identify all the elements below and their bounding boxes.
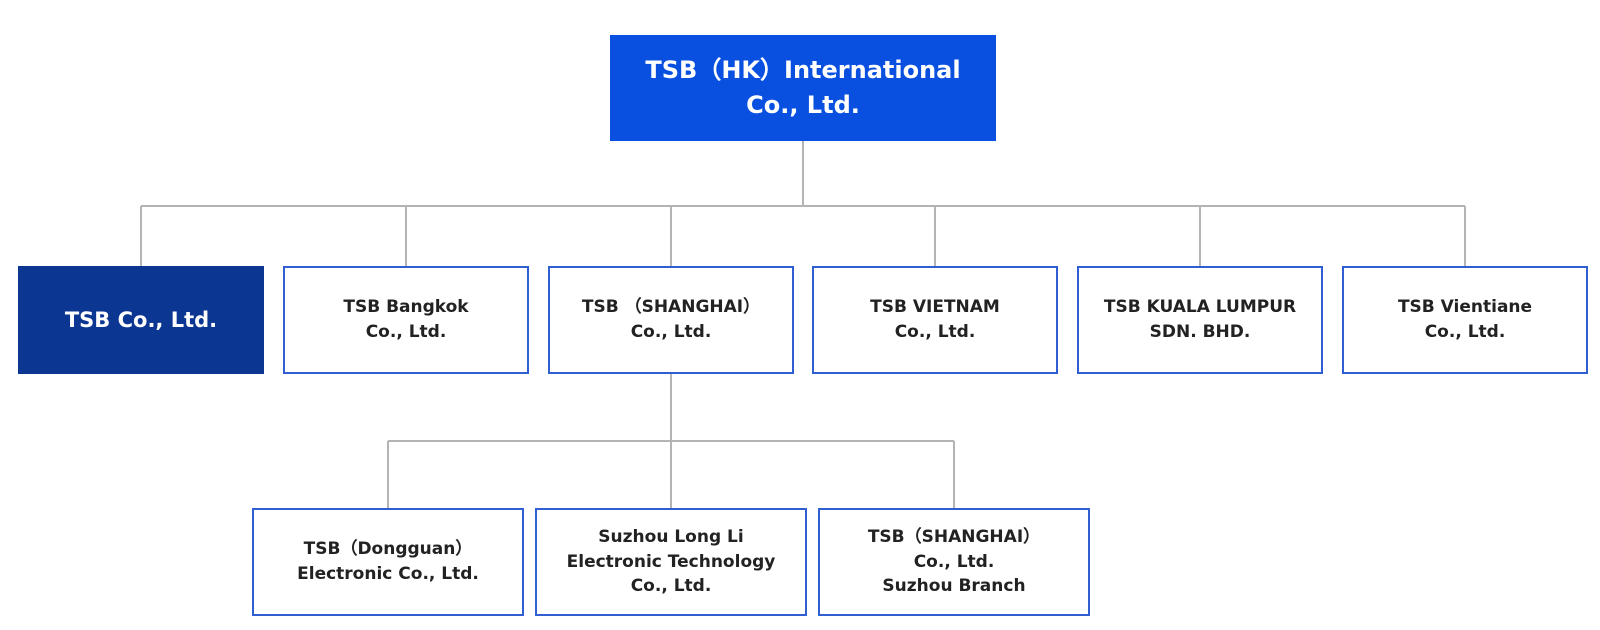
node-tsb-co-ltd: TSB Co., Ltd. [18, 266, 264, 374]
node-label-line: Suzhou Branch [882, 576, 1026, 597]
node-label-line: Co., Ltd. [365, 322, 447, 342]
node-tsb-shanghai-suzhou-branch: TSB（SHANGHAI） Co., Ltd. Suzhou Branch [818, 508, 1090, 616]
node-label-line: Electronic Technology [566, 551, 776, 572]
node-tsb-kuala-lumpur: TSB KUALA LUMPUR SDN. BHD. [1077, 266, 1323, 374]
node-label-line: Co., Ltd. [894, 322, 976, 342]
node-label-line: Co., Ltd. [630, 322, 712, 342]
node-label-line: TSB Co., Ltd. [64, 307, 218, 332]
node-label-line: Co., Ltd. [630, 576, 712, 597]
node-label-line: TSB VIETNAM [870, 297, 1000, 318]
node-tsb-vientiane: TSB Vientiane Co., Ltd. [1342, 266, 1588, 374]
node-label-line: TSB Vientiane [1397, 297, 1533, 318]
node-label-line: Electronic Co., Ltd. [297, 564, 479, 584]
node-tsb-hk-international: TSB（HK）International Co., Ltd. [610, 35, 996, 141]
node-label-line: TSB（SHANGHAI） [867, 527, 1041, 548]
node-tsb-vietnam: TSB VIETNAM Co., Ltd. [812, 266, 1058, 374]
node-label-line: Co., Ltd. [1424, 322, 1506, 342]
node-label-line: Suzhou Long Li [598, 527, 744, 548]
node-label-line: TSB Bangkok [343, 297, 469, 318]
node-label-line: TSB（HK）International [645, 56, 961, 85]
node-tsb-bangkok: TSB Bangkok Co., Ltd. [283, 266, 529, 374]
node-label-line: TSB （SHANGHAI） [581, 297, 761, 318]
node-tsb-dongguan: TSB（Dongguan） Electronic Co., Ltd. [252, 508, 524, 616]
node-label-line: TSB（Dongguan） [303, 539, 473, 560]
node-label-line: Co., Ltd. [746, 91, 860, 119]
node-label-line: Co., Ltd. [913, 551, 995, 572]
node-label-line: TSB KUALA LUMPUR [1103, 297, 1297, 318]
node-suzhou-long-li: Suzhou Long Li Electronic Technology Co.… [535, 508, 807, 616]
node-tsb-shanghai: TSB （SHANGHAI） Co., Ltd. [548, 266, 794, 374]
node-label-line: SDN. BHD. [1149, 322, 1251, 342]
